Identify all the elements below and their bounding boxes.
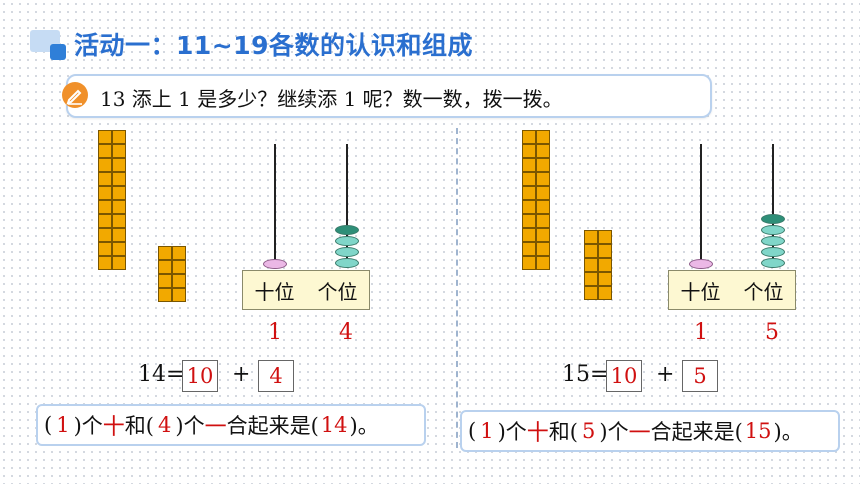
answer-box-tens[interactable]: 10: [606, 360, 642, 392]
ones-beads: [335, 225, 359, 268]
abacus-tens-pole: [700, 144, 702, 264]
ones-cubes-left: [158, 246, 172, 302]
ten-rod-left-b: [112, 130, 126, 270]
ones-cubes-left-b: [172, 246, 186, 302]
sentence-text: )。: [349, 414, 379, 438]
sentence-text: (: [468, 419, 477, 443]
answer-box-ones[interactable]: 4: [258, 360, 294, 392]
tens-digit: 1: [694, 320, 708, 345]
abacus-ones-pole: [772, 144, 774, 264]
sentence-box: ( 1 )个 十 和( 4 )个 一 合起来是( 14 )。: [36, 404, 426, 446]
ones-label: 个位: [743, 279, 784, 304]
sentence-text: 合起来是(: [226, 414, 319, 438]
equation-left: 14=: [138, 362, 185, 387]
tens-label: 十位: [680, 279, 721, 304]
abacus-base: 十位 个位: [668, 270, 796, 310]
ones-count: 5: [582, 419, 596, 443]
abacus-base: 十位 个位: [242, 270, 370, 310]
tens-bead: [263, 259, 287, 269]
yi-char: 一: [628, 421, 651, 446]
sentence-text: )个: [175, 414, 205, 438]
ones-beads: [761, 214, 785, 268]
shi-char: 十: [102, 415, 125, 440]
ones-digit: 5: [765, 320, 779, 345]
page-title: 活动一：11~19各数的认识和组成: [74, 31, 474, 60]
equation-left: 15=: [562, 362, 609, 387]
sentence-box: ( 1 )个 十 和( 5 )个 一 合起来是( 15 )。: [460, 410, 840, 452]
tens-digit: 1: [268, 320, 282, 345]
total-count: 14: [320, 413, 348, 437]
sentence-text: )个: [497, 420, 527, 444]
tens-count: 1: [480, 419, 494, 443]
question-box: [66, 74, 712, 118]
ten-rod-left: [98, 130, 112, 270]
sentence-text: )。: [773, 420, 803, 444]
ones-count: 4: [158, 413, 172, 437]
sentence-text: 和(: [548, 420, 578, 444]
sentence-text: )个: [599, 420, 629, 444]
tens-count: 1: [56, 413, 70, 437]
sentence-text: (: [44, 413, 53, 437]
question-text: 13 添上 1 是多少？继续添 1 呢？数一数，拨一拨。: [100, 87, 563, 111]
title-decoration-dark: [50, 44, 66, 60]
ones-cubes-right: [584, 230, 598, 300]
plus-sign: +: [656, 362, 675, 387]
ones-label: 个位: [317, 279, 358, 304]
ten-rod-right-b: [536, 130, 550, 270]
sentence-text: 合起来是(: [650, 420, 743, 444]
plus-sign: +: [232, 362, 251, 387]
total-count: 15: [744, 419, 772, 443]
ten-rod-right: [522, 130, 536, 270]
abacus-ones-pole: [346, 144, 348, 264]
panel-divider: [456, 128, 458, 448]
tens-label: 十位: [254, 279, 295, 304]
tens-bead: [689, 259, 713, 269]
sentence-text: 和(: [124, 414, 154, 438]
answer-box-tens[interactable]: 10: [182, 360, 218, 392]
sentence-text: )个: [73, 414, 103, 438]
ones-cubes-right-b: [598, 230, 612, 300]
pencil-icon: [62, 82, 88, 108]
ones-digit: 4: [339, 320, 353, 345]
abacus-tens-pole: [274, 144, 276, 264]
answer-box-ones[interactable]: 5: [682, 360, 718, 392]
shi-char: 十: [526, 421, 549, 446]
yi-char: 一: [204, 415, 227, 440]
